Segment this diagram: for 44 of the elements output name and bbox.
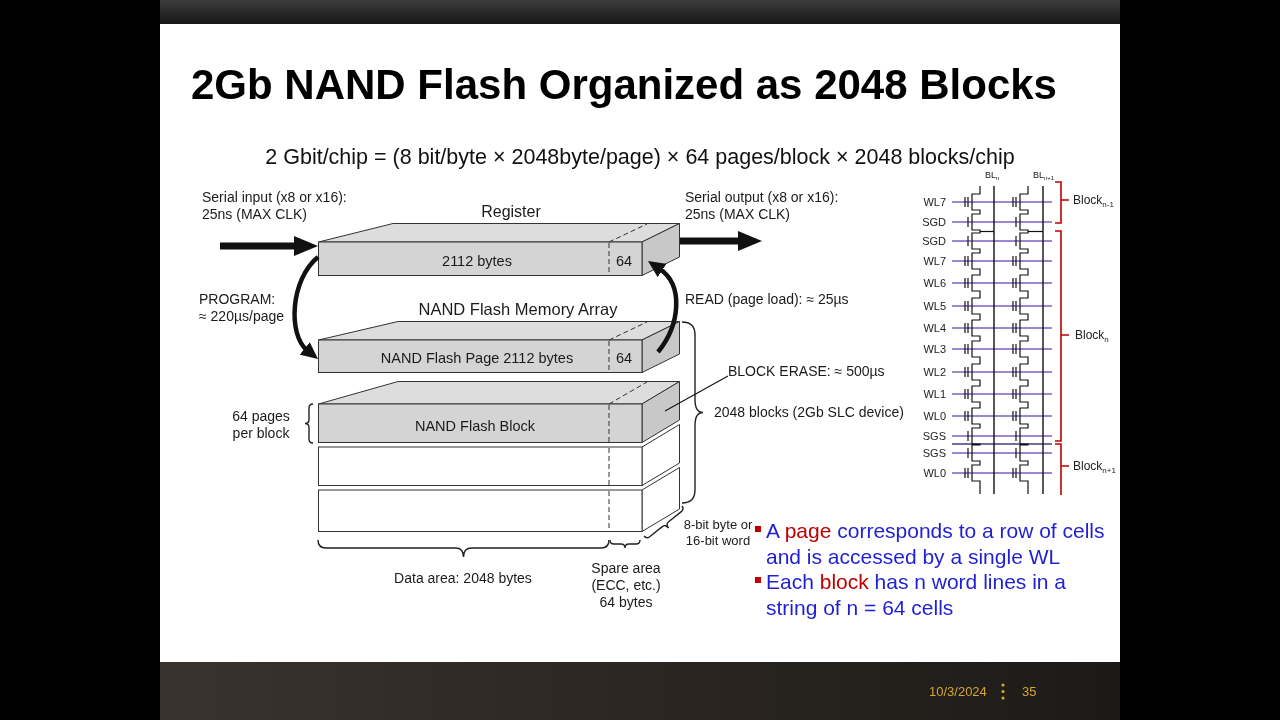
slab-label: 64 xyxy=(614,252,634,270)
slab-label: NAND Flash Block xyxy=(413,417,537,435)
annotation-text: BLOCK ERASE: ≈ 500µs xyxy=(728,363,886,380)
annotation-text: Spare area (ECC, etc.) 64 bytes xyxy=(590,560,662,611)
signal-label: SGD xyxy=(921,216,946,229)
signal-label: WL0 xyxy=(922,467,946,480)
slab-label: 2112 bytes xyxy=(441,252,513,270)
edge-label: Serial input (x8 or x16): 25ns (MAX CLK) xyxy=(202,189,348,223)
block-label: Block$_{n+1}$ xyxy=(1073,459,1116,473)
register-heading: Register xyxy=(480,202,542,221)
signal-label: BL$_{n+1}$ xyxy=(1033,169,1055,181)
annotation-text: Data area: 2048 bytes xyxy=(393,570,533,587)
edge-label: Serial output (x8 or x16): 25ns (MAX CLK) xyxy=(685,189,840,223)
page-number: 35 xyxy=(1022,684,1037,699)
signal-label: SGD xyxy=(921,235,946,248)
curved-arrow xyxy=(292,255,320,361)
bullet-text: Each block has n word lines in a string of n = 64 cells xyxy=(766,569,1067,621)
array-heading: NAND Flash Memory Array xyxy=(417,299,619,319)
signal-label: WL5 xyxy=(922,300,946,313)
annotation-text: 2048 blocks (2Gb SLC device) xyxy=(714,404,904,421)
signal-label: WL3 xyxy=(922,343,946,356)
signal-label: WL4 xyxy=(922,322,946,335)
block-label: Block$_{n-1}$ xyxy=(1073,193,1114,207)
slide-title: 2Gb NAND Flash Organized as 2048 Blocks xyxy=(191,61,1057,109)
signal-label: WL0 xyxy=(922,410,946,423)
signal-label: WL2 xyxy=(922,366,946,379)
signal-label: SGS xyxy=(921,430,946,443)
edge-label: PROGRAM: ≈ 220µs/page xyxy=(199,291,286,325)
curved-arrow xyxy=(648,259,679,354)
signal-label: WL7 xyxy=(922,255,946,268)
date-text: 10/3/2024 xyxy=(929,684,987,699)
slab-label: NAND Flash Page 2112 bytes xyxy=(379,349,575,367)
annotation-text: 64 pages per block xyxy=(231,408,291,442)
formula-text: 2 Gbit/chip = (8 bit/byte × 2048byte/page) × 64 pages/block × 2048 blocks/chip xyxy=(264,145,1016,170)
arrow xyxy=(680,231,762,251)
annotation-text: 8-bit byte or 16-bit word xyxy=(682,517,754,549)
signal-label: WL1 xyxy=(922,388,946,401)
signal-label: SGS xyxy=(921,447,946,460)
block-label: Block$_{n}$ xyxy=(1075,328,1109,342)
edge-label: READ (page load): ≈ 25µs xyxy=(685,291,849,308)
signal-label: WL7 xyxy=(922,196,946,209)
signal-label: WL6 xyxy=(922,277,946,290)
slab-label: 64 xyxy=(614,349,634,367)
signal-label: BL$_{n}$ xyxy=(985,169,1000,181)
